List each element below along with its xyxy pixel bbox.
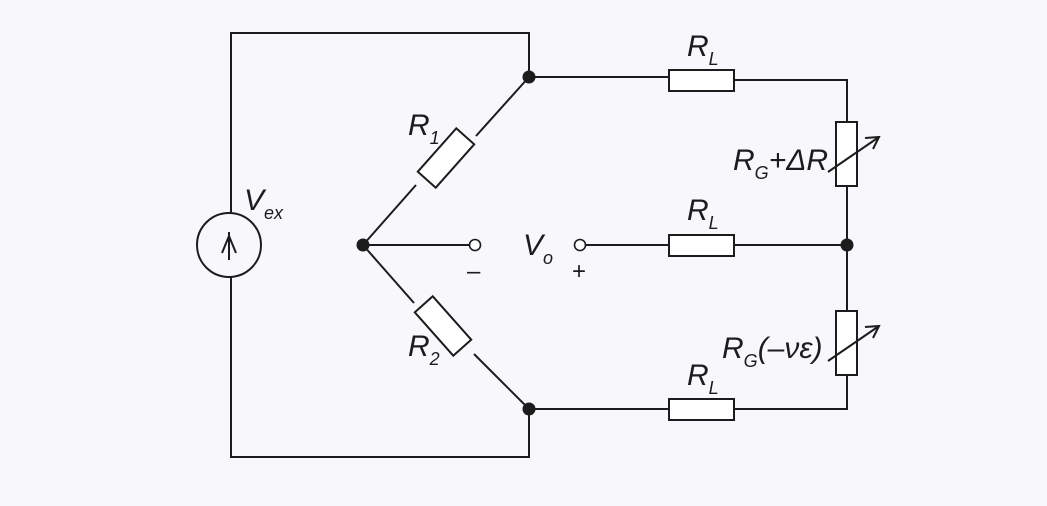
resistor-rl-top [668,69,735,92]
node-top [522,70,536,84]
node-bottom [522,402,536,416]
label-v-ex: Vex [244,184,284,223]
label-plus: + [572,258,586,285]
terminal-minus [468,238,482,252]
wire-rl-top-right [734,79,848,122]
wire-r1-upper [475,76,530,137]
resistor-rl-mid [668,234,735,257]
label-rl-mid: RL [687,194,719,233]
resistor-r2 [413,294,473,358]
node-right [840,238,854,252]
wire-top-left [230,32,530,214]
label-r1: R1 [408,109,440,148]
label-rl-top: RL [687,30,719,69]
wire-r1-lower [362,184,417,246]
source-arrow-head [221,233,237,254]
node-left [356,238,370,252]
label-r2: R2 [408,330,440,369]
resistor-rl-bot [668,398,735,421]
gauge-dummy-arrow [827,325,880,362]
label-v-o: Vo [523,229,553,268]
wire-r2-upper [362,244,415,304]
label-rg-dummy: RG(–νε) [722,332,823,371]
terminal-plus [573,238,587,252]
wire-r2-lower [473,353,530,410]
label-rl-bot: RL [687,359,719,398]
label-minus: – [467,258,481,285]
gauge-dummy-arrow-head [864,324,881,339]
source-circle [196,212,262,278]
resistor-r1 [416,126,476,190]
gauge-active-arrow [827,136,880,173]
excitation-source [196,212,262,278]
wire-rl-bot-right [734,375,848,410]
gauge-active-arrow-head [864,135,881,150]
wire-bottom-left [230,276,530,458]
label-rg-active: RG+ΔR [733,144,828,183]
